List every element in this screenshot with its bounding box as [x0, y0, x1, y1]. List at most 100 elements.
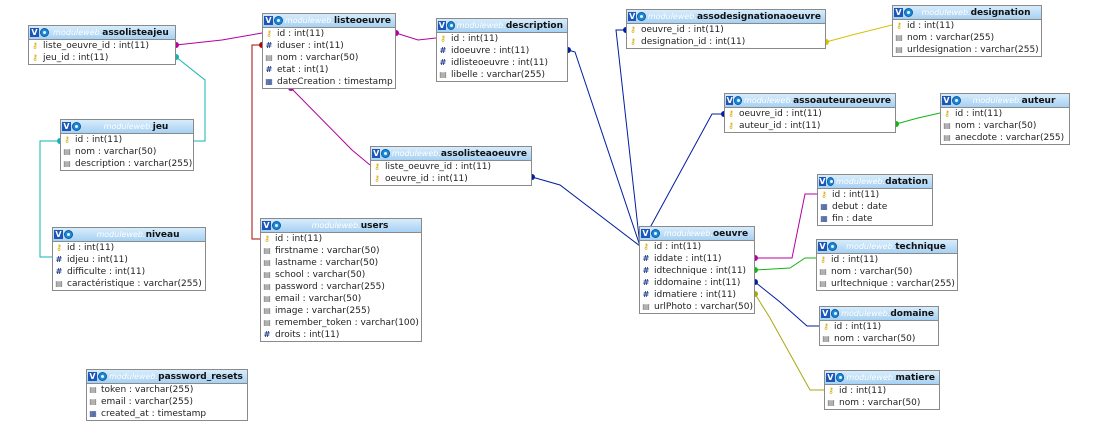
- gear-icon[interactable]: [72, 122, 81, 131]
- table-field[interactable]: ▦debut : date: [818, 201, 932, 213]
- table-field[interactable]: ⚷liste_oeuvre_id : int(11): [371, 161, 531, 173]
- toggle-view-icon[interactable]: V: [641, 229, 650, 238]
- toggle-view-icon[interactable]: V: [821, 309, 830, 318]
- table-field[interactable]: #etat : int(1): [263, 64, 395, 76]
- toggle-view-icon[interactable]: V: [88, 372, 97, 381]
- table-field[interactable]: ▤libelle : varchar(255): [437, 69, 567, 81]
- gear-icon[interactable]: [637, 12, 646, 21]
- table-field[interactable]: ⚷id : int(11): [893, 20, 1041, 32]
- gear-icon[interactable]: [273, 16, 283, 25]
- table-field[interactable]: ⚷auteur_id : int(11): [725, 120, 895, 132]
- table-field[interactable]: ▤urlPhoto : varchar(50): [640, 301, 754, 313]
- table-field[interactable]: ⚷id : int(11): [820, 321, 938, 333]
- toggle-view-icon[interactable]: V: [262, 221, 271, 230]
- table-field[interactable]: ⚷id : int(11): [941, 108, 1069, 120]
- table-field[interactable]: #idjeu : int(11): [53, 254, 205, 266]
- toggle-view-icon[interactable]: V: [726, 96, 734, 105]
- table-field[interactable]: ⚷id : int(11): [818, 189, 932, 201]
- table-field[interactable]: ▤email : varchar(255): [87, 396, 247, 408]
- gear-icon[interactable]: [272, 221, 281, 230]
- gear-icon[interactable]: [828, 242, 837, 251]
- gear-icon[interactable]: [734, 96, 743, 105]
- table-field[interactable]: ▤school : varchar(50): [261, 269, 421, 281]
- table-field[interactable]: ▤nom : varchar(50): [263, 52, 395, 64]
- table-field[interactable]: ▤nom : varchar(50): [817, 266, 957, 278]
- toggle-view-icon[interactable]: V: [30, 28, 39, 37]
- gear-icon[interactable]: [381, 149, 390, 158]
- table-field[interactable]: ⚷designation_id : int(11): [627, 36, 825, 48]
- toggle-view-icon[interactable]: V: [819, 177, 826, 186]
- toggle-view-icon[interactable]: V: [942, 96, 951, 105]
- table-field[interactable]: ▤image : varchar(255): [261, 305, 421, 317]
- table-field[interactable]: ⚷oeuvre_id : int(11): [371, 173, 531, 185]
- table-field[interactable]: ▤firstname : varchar(50): [261, 245, 421, 257]
- table-field[interactable]: ▤nom : varchar(50): [825, 397, 939, 409]
- table-field[interactable]: ▤password : varchar(255): [261, 281, 421, 293]
- table-field[interactable]: ▦created_at : timestamp: [87, 408, 247, 420]
- gear-icon[interactable]: [830, 309, 840, 318]
- table-field[interactable]: ⚷jeu_id : int(11): [29, 52, 175, 64]
- gear-icon[interactable]: [952, 96, 961, 105]
- table-field[interactable]: ⚷id : int(11): [53, 242, 205, 254]
- table-field[interactable]: ⚷liste_oeuvre_id : int(11): [29, 40, 175, 52]
- table-field[interactable]: ▤nom : varchar(50): [941, 120, 1069, 132]
- table-field[interactable]: ⚷id : int(11): [61, 134, 193, 146]
- table-field[interactable]: ▤email : varchar(50): [261, 293, 421, 305]
- toggle-view-icon[interactable]: V: [62, 122, 71, 131]
- table-field[interactable]: ⚷oeuvre_id : int(11): [725, 108, 895, 120]
- table-field[interactable]: ⚷id : int(11): [437, 33, 567, 45]
- table-field[interactable]: ▤caractéristique : varchar(255): [53, 278, 205, 290]
- gear-icon[interactable]: [98, 372, 107, 381]
- table-field[interactable]: #idtechnique : int(11): [640, 265, 754, 277]
- toggle-view-icon[interactable]: V: [54, 230, 63, 239]
- table-field[interactable]: #iddomaine : int(11): [640, 277, 754, 289]
- toggle-view-icon[interactable]: V: [628, 12, 637, 21]
- toggle-view-icon[interactable]: V: [372, 149, 381, 158]
- table-field[interactable]: ▤nom : varchar(50): [61, 146, 193, 158]
- gear-icon[interactable]: [446, 21, 455, 30]
- gear-icon[interactable]: [651, 229, 660, 238]
- table-field[interactable]: ▤urldesignation : varchar(255): [893, 44, 1041, 56]
- table-field[interactable]: ⚷id : int(11): [261, 233, 421, 245]
- table-field[interactable]: ⚷id : int(11): [640, 241, 754, 253]
- table-field[interactable]: ▤description : varchar(255): [61, 158, 193, 170]
- table-field[interactable]: ▤token : varchar(255): [87, 384, 247, 396]
- gear-icon[interactable]: [64, 230, 73, 239]
- table-field[interactable]: ▤urltechnique : varchar(255): [817, 278, 957, 290]
- toggle-view-icon[interactable]: V: [264, 16, 273, 25]
- table-field[interactable]: ⚷id : int(11): [263, 28, 395, 40]
- table-field[interactable]: #idlisteoeuvre : int(11): [437, 57, 567, 69]
- gear-icon[interactable]: [40, 28, 49, 37]
- toggle-view-icon[interactable]: V: [894, 8, 903, 17]
- table-field[interactable]: #difficulte : int(11): [53, 266, 205, 278]
- toggle-view-icon[interactable]: V: [818, 242, 827, 251]
- gear-icon[interactable]: [904, 8, 913, 17]
- table-field[interactable]: #iduser : int(11): [263, 40, 395, 52]
